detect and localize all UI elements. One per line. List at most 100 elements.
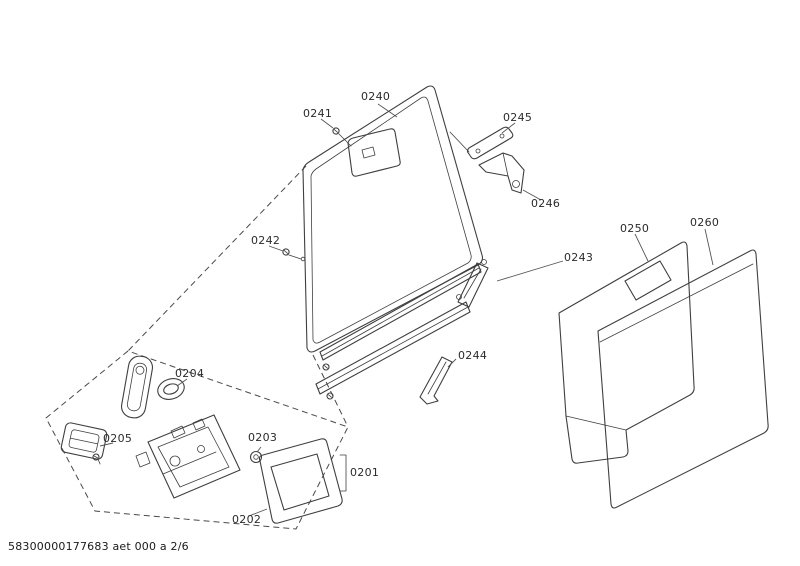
screw-slot [333,129,339,133]
screw-slot [283,250,289,254]
screw-0205 [92,453,101,465]
part-label-0245: 0245 [503,111,533,124]
screw-head [322,363,330,371]
leader-0260 [704,228,714,266]
grommet-outer [249,450,263,464]
panel-0260-outline [597,249,769,509]
part-label-0205: 0205 [103,432,133,445]
dispenser-hole-large [169,455,181,467]
document-number: 58300000177683 aet 000 a 2/6 [8,540,189,553]
bracket-outline [457,262,489,308]
screw-0242 [282,248,290,256]
dispenser-seam [162,451,217,475]
leader-0203 [256,446,262,453]
strip-screw-a [322,363,330,371]
door-hinge-0246 [478,152,525,194]
screw-head [282,248,290,256]
screw-0242-connector [288,254,302,260]
bracket-seam [427,361,447,395]
plate-outline [466,126,514,160]
detail-cone-line-bottom [312,354,349,428]
hinge-outline [478,152,525,194]
dispenser-cutout [347,128,401,177]
cutout-latch [361,146,376,159]
part-label-0250: 0250 [620,222,650,235]
bracket-screw-a [456,294,462,300]
latch-plate-0205 [60,422,108,460]
hinge-hole [512,180,520,188]
part-label-0203: 0203 [248,431,278,444]
screw-slot [328,394,332,398]
leader-0241 [320,118,334,129]
dispenser-cover-plate [120,355,154,419]
grommet-inner [253,454,259,460]
dispenser-window-frame-0202 [258,438,343,524]
screw-head [326,392,334,400]
panel-outer-outline [302,85,484,353]
dispenser-tab-right [192,418,206,431]
panel-0250-outline [558,241,695,464]
strip-screw-b [326,392,334,400]
screw-0241-connector [338,133,352,147]
screw-slot [324,365,328,369]
screw-hole-left [300,256,306,262]
part-label-0201: 0201 [350,466,380,479]
part-label-0204: 0204 [175,367,205,380]
leader-0205 [99,442,114,447]
dispenser-arm [135,451,151,468]
screw-tip [97,458,101,465]
dispenser-tab-left [170,425,186,439]
strip-body [315,301,471,395]
group-bracket-0201 [339,454,347,492]
strip-seam [317,306,469,390]
panel-0260-top-lip [599,263,754,343]
leader-0202 [248,508,268,517]
part-label-0260: 0260 [690,216,720,229]
gasket-outer [157,378,185,400]
part-label-0242: 0242 [251,234,281,247]
plate-hole-a [475,148,481,154]
bracket-screw-b [481,259,487,265]
panel-inner-outline [310,96,472,344]
strip-seam [321,267,480,357]
inner-door-panel [300,85,484,353]
plate-connector [449,131,470,153]
cover-plate-hole [135,365,145,375]
detail-hexagon [45,350,349,530]
handle-cutout [624,260,672,301]
dispenser-body [147,414,241,499]
outer-door-panel-0260 [597,249,769,509]
leader-lines [99,103,714,517]
trim-strip-upper [319,263,482,361]
cover-plate-outline [120,355,154,419]
outer-door-panel-0250 [558,241,695,464]
dispenser-hole-small [197,445,205,453]
trim-strip-lower [315,301,471,395]
leader-0250 [634,233,649,262]
frame-outer [258,438,343,524]
gasket-inner [163,383,179,395]
part-label-0243: 0243 [564,251,594,264]
part-label-0244: 0244 [458,349,488,362]
screw-slot [93,455,99,459]
strip-body [319,263,482,361]
part-label-0202: 0202 [232,513,262,526]
bracket-outline [419,356,453,405]
cover-plate-inner [126,362,148,412]
part-label-0246: 0246 [531,197,561,210]
detergent-dispenser-assembly [135,414,241,499]
leader-0243 [496,260,564,282]
leader-0246 [522,189,542,201]
latch-plate-slot [69,437,99,445]
grommet-0203 [249,450,263,464]
leader-0244 [447,358,457,368]
part-label-0241: 0241 [303,107,333,120]
mounting-plate-0245 [449,126,514,160]
screw-0241 [332,127,340,135]
screw-head [92,453,100,461]
leader-0204 [176,378,188,387]
leader-0240 [377,103,398,118]
plate-hole-b [499,133,505,139]
